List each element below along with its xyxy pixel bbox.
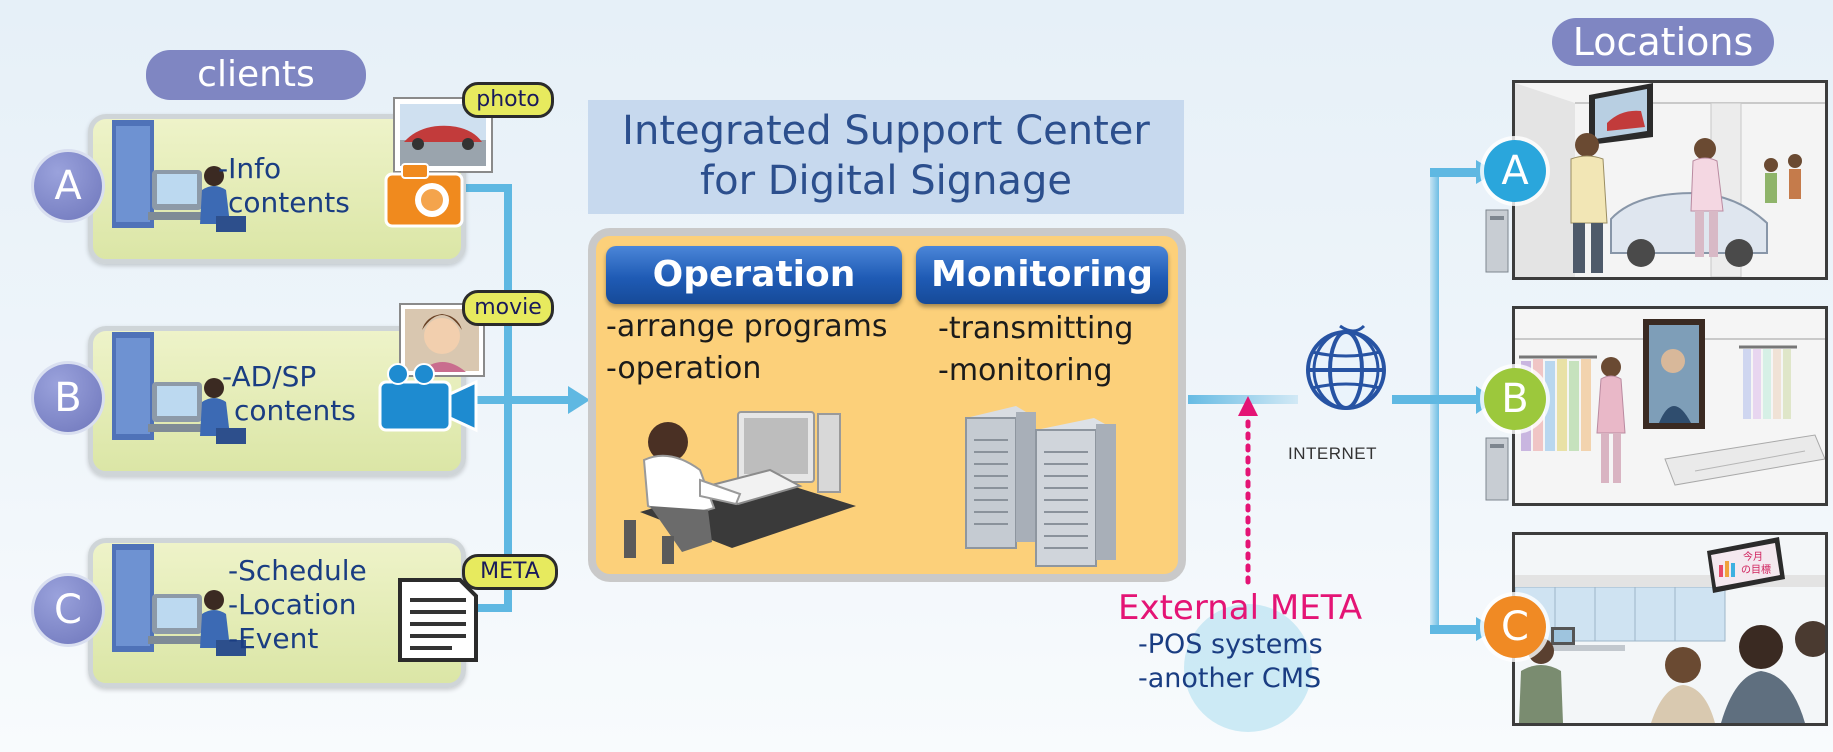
document-icon <box>398 578 478 662</box>
office-icon-c <box>112 544 246 656</box>
location-circle-c: C <box>1484 596 1546 658</box>
client-circle-b: B <box>34 364 102 432</box>
photo-thumbnail-icon <box>393 97 493 173</box>
location-frame-b <box>1512 306 1828 506</box>
photo-tag: photo <box>462 82 554 118</box>
location-c-sign-line1: 今月 <box>1743 550 1763 563</box>
client-pipe-b <box>458 396 570 404</box>
location-frame-a <box>1512 80 1828 280</box>
operation-items: -arrange programs -operation <box>606 309 888 386</box>
operator-icon <box>624 411 856 564</box>
branch-vertical <box>1430 168 1439 634</box>
external-meta-glow <box>1184 604 1312 732</box>
operation-header: Operation <box>606 246 902 304</box>
branch-c <box>1430 625 1478 634</box>
office-icon-a <box>112 120 246 232</box>
video-camera-icon <box>378 363 478 433</box>
monitoring-header: Monitoring <box>916 246 1168 304</box>
client-pipe-a <box>458 184 512 192</box>
location-server-a-icon <box>1485 209 1509 273</box>
office-icon-b <box>112 332 246 444</box>
clients-label: clients <box>146 50 366 100</box>
meta-tag: META <box>462 554 558 590</box>
location-server-b-icon <box>1485 437 1509 501</box>
signage-display-c <box>1707 537 1785 593</box>
arrow-into-center <box>568 386 590 414</box>
location-circle-b: B <box>1484 368 1546 430</box>
client-circle-c: C <box>34 576 102 644</box>
branch-trunk <box>1392 395 1436 404</box>
server-icon <box>965 406 1116 567</box>
external-meta-item-pos: -POS systems <box>1138 629 1323 660</box>
location-circle-a: A <box>1484 140 1546 202</box>
monitoring-items: -transmitting -monitoring <box>938 311 1134 388</box>
location-c-sign-line2: の目標 <box>1741 563 1771 576</box>
movie-tag: movie <box>462 290 554 326</box>
center-title: Integrated Support Center for Digital Si… <box>588 100 1184 214</box>
camera-icon <box>384 163 464 228</box>
locations-label: Locations <box>1552 18 1774 66</box>
location-b-scene <box>1515 309 1825 503</box>
internet-label: INTERNET <box>1288 444 1377 463</box>
external-meta-title: External META <box>1118 588 1363 628</box>
client-a-text: -Info contents <box>218 152 350 219</box>
globe-icon <box>1306 324 1386 410</box>
center-to-internet <box>1188 395 1298 404</box>
branch-b <box>1436 395 1478 404</box>
client-pipe-c <box>458 604 512 612</box>
external-meta-item-cms: -another CMS <box>1138 663 1322 694</box>
client-circle-a: A <box>34 152 102 220</box>
client-b-text: -AD/SP contents <box>222 360 356 427</box>
client-c-text: -Schedule -Location -Event <box>228 554 367 655</box>
movie-thumbnail-icon <box>399 303 485 377</box>
external-dotted-head <box>1238 396 1258 416</box>
location-a-scene <box>1515 83 1825 277</box>
branch-a <box>1430 168 1478 177</box>
